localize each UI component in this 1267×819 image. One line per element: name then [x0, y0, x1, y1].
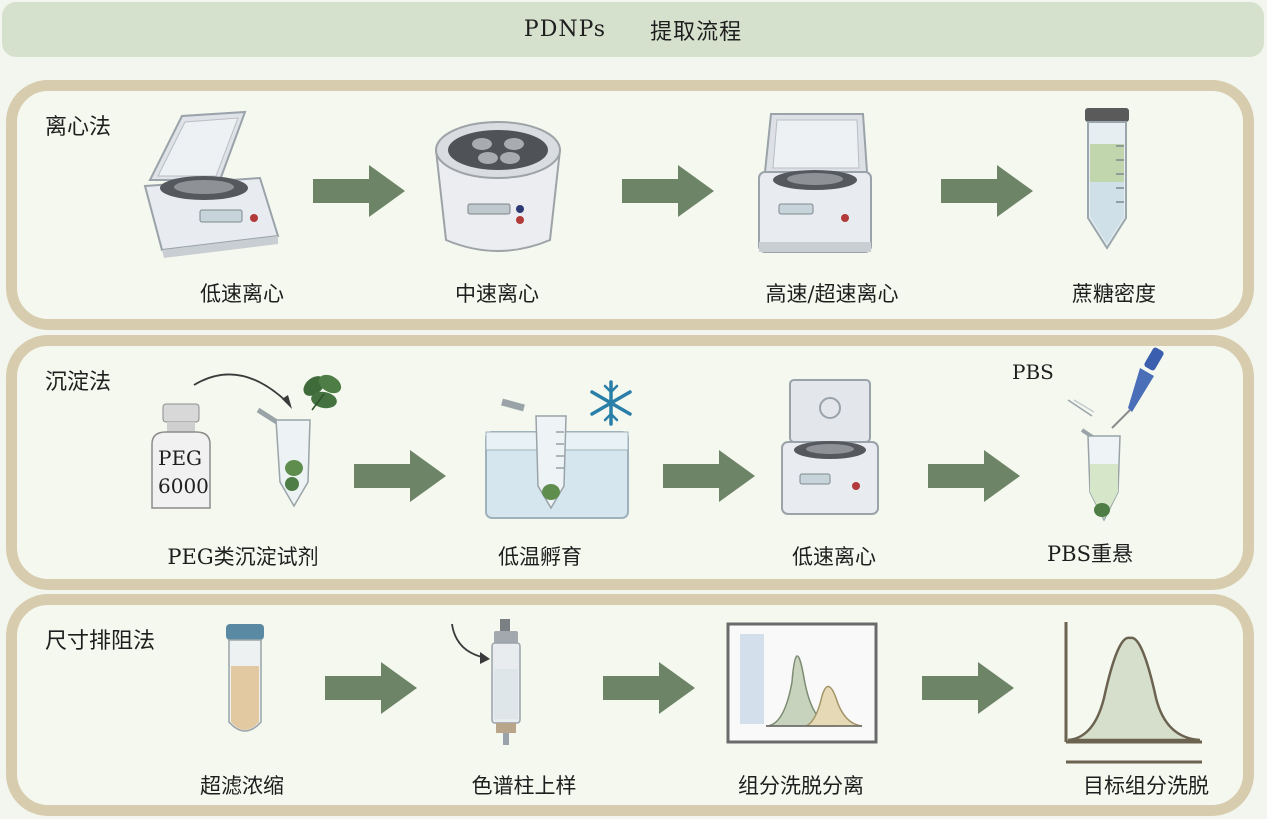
- microtube-icon: [256, 407, 311, 508]
- step-label: 组分洗脱分离: [738, 774, 864, 798]
- arrow-icon: [603, 662, 695, 714]
- panel-precipitation: 沉淀法: [6, 335, 1254, 590]
- step-label: 超滤浓缩: [200, 774, 284, 798]
- pipette-icon: [1111, 347, 1164, 429]
- snowflake-icon: [590, 380, 632, 426]
- step-label: PEG类沉淀试剂: [167, 545, 319, 569]
- arrow-icon: [663, 450, 755, 502]
- elution-chart-icon: [726, 622, 878, 744]
- ultrafiltration-tube-icon: [226, 624, 264, 732]
- bottle-label: 6000: [158, 474, 209, 498]
- leaf-icon: [303, 374, 342, 411]
- arrow-icon: [313, 165, 405, 217]
- chromatography-column-icon: [491, 619, 521, 745]
- title-bar: PDNPs 提取流程: [2, 2, 1264, 57]
- centrifuge-open-icon: [143, 110, 280, 258]
- pbs-label: PBS: [1012, 360, 1054, 384]
- step-label: 低温孵育: [498, 545, 582, 569]
- panel-size-exclusion: 尺寸排阻法: [6, 594, 1254, 816]
- arrow-icon: [922, 662, 1014, 714]
- arrow-icon: [325, 662, 417, 714]
- step-label: 低速离心: [200, 282, 284, 306]
- centrifuge-icon: [781, 379, 879, 515]
- microtube-icon: [1080, 428, 1121, 522]
- target-peak-icon: [1064, 622, 1202, 764]
- title-text: 提取流程: [650, 19, 743, 45]
- arrow-icon: [622, 165, 714, 217]
- arrow-icon: [928, 450, 1020, 502]
- bottle-label: PEG: [158, 446, 203, 470]
- centrifuge-round-icon: [434, 121, 562, 252]
- reagent-bottle-icon: [151, 403, 211, 509]
- arrow-icon: [354, 450, 446, 502]
- conical-tube-icon: [1085, 108, 1129, 250]
- panel-title: 沉淀法: [45, 370, 112, 395]
- step-label: 色谱柱上样: [471, 774, 577, 798]
- step-label: 中速离心: [455, 282, 539, 306]
- ice-bath-icon: [485, 398, 629, 519]
- title-abbr: PDNPs: [523, 17, 607, 42]
- centrifuge-highspeed-icon: [758, 113, 872, 253]
- curved-arrow-icon: [451, 623, 490, 664]
- step-label: 低速离心: [792, 545, 876, 569]
- curved-arrow-icon: [193, 373, 292, 409]
- panel-title: 离心法: [45, 115, 112, 140]
- panel-title: 尺寸排阻法: [45, 629, 156, 654]
- step-label: 目标组分洗脱: [1083, 774, 1209, 798]
- droplet-lines-icon: [1067, 399, 1095, 417]
- step-label: PBS重悬: [1047, 542, 1133, 566]
- step-label: 蔗糖密度: [1072, 282, 1156, 306]
- arrow-icon: [941, 165, 1033, 217]
- step-label: 高速/超速离心: [765, 282, 899, 306]
